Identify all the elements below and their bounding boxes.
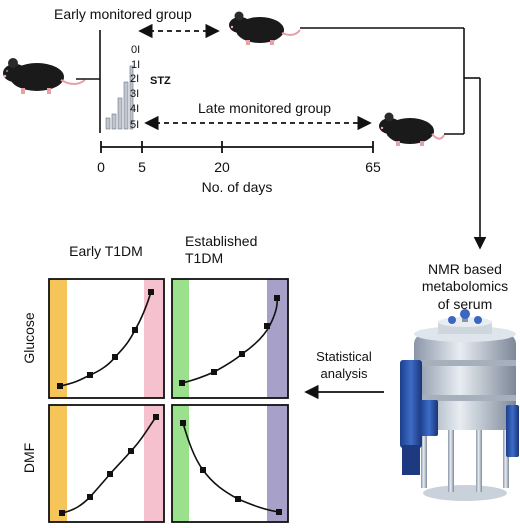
day-axis: 0 5 20 65 No. of days <box>97 141 381 195</box>
day-tick-label: 5 <box>138 159 146 175</box>
row1-label: Glucose <box>21 312 37 364</box>
nmr-spectrometer-icon <box>400 309 519 501</box>
panels-section: Early T1DM Established T1DM Glucose DMF <box>21 233 289 523</box>
col2-title: Established <box>185 233 257 249</box>
day-tick-label: 65 <box>365 159 381 175</box>
mouse-icon <box>3 58 86 94</box>
col2-title: T1DM <box>185 250 223 266</box>
timeline-section: Early monitored group 0I 1I 2I <box>3 6 487 250</box>
analysis-label: Statistical <box>316 349 372 364</box>
dose-label: 5I <box>130 119 139 131</box>
panel-established-dmf <box>171 404 289 523</box>
mouse-icon <box>379 112 445 146</box>
nmr-title: metabolomics <box>422 278 508 294</box>
panel-established-glucose <box>171 278 289 399</box>
nmr-title: NMR based <box>428 261 502 277</box>
panel-early-glucose <box>48 278 165 399</box>
panel-early-dmf <box>48 404 165 523</box>
day-tick-label: 20 <box>214 159 230 175</box>
stz-label: STZ <box>150 75 171 87</box>
row2-label: DMF <box>21 443 37 473</box>
dose-label: 4I <box>130 103 139 115</box>
dose-label: 2I <box>130 73 139 85</box>
dose-label: 3I <box>130 88 139 100</box>
dose-label: 0I <box>131 44 140 56</box>
nmr-title: of serum <box>438 296 492 312</box>
axis-label: No. of days <box>202 179 273 195</box>
dose-labels: 0I 1I 2I 3I 4I 5I <box>130 44 140 131</box>
col1-title: Early T1DM <box>69 243 143 259</box>
syringe-icon <box>105 65 134 130</box>
dose-label: 1I <box>131 59 140 71</box>
nmr-section: NMR based metabolomics of serum Statisti… <box>304 261 519 501</box>
late-group-label: Late monitored group <box>198 100 331 116</box>
day-tick-label: 0 <box>97 159 105 175</box>
early-group-label: Early monitored group <box>54 6 192 22</box>
mouse-icon <box>229 11 301 45</box>
analysis-label: analysis <box>321 366 368 381</box>
